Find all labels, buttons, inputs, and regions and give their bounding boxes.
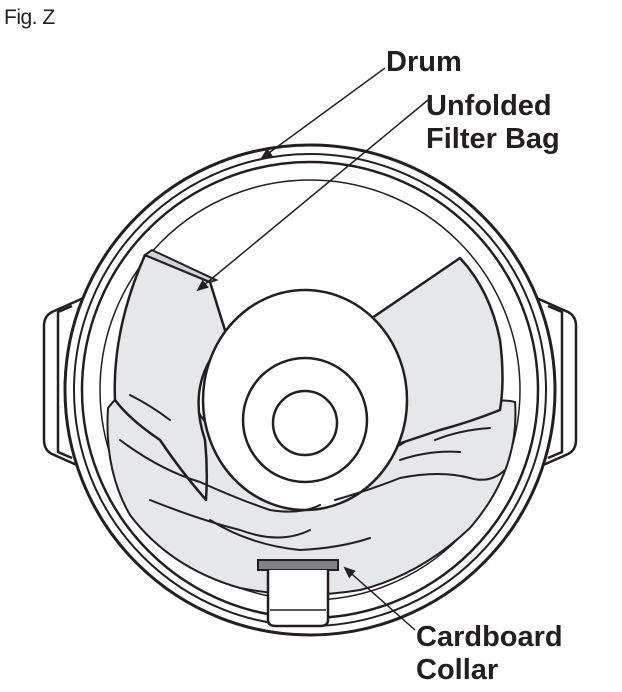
cardboard-collar [257, 559, 339, 628]
filter-bag-leader [196, 99, 429, 292]
filter-bag-left-flap [113, 253, 230, 502]
leader-lines [196, 67, 429, 631]
drum-callout: Drum [386, 46, 462, 79]
collar-leader [343, 566, 416, 631]
intake-cone [201, 288, 409, 512]
collar-label-line2: Collar [416, 654, 499, 686]
filter-bag-callout: Unfolded Filter Bag [426, 90, 560, 156]
figure-label: Fig. Z [4, 6, 55, 29]
bag-fold-lines [119, 394, 506, 552]
filter-bag-label-line1: Unfolded [426, 90, 552, 122]
drum-leader [260, 67, 386, 160]
collar-label-line1: Cardboard [416, 621, 563, 653]
filter-bag-label-line2: Filter Bag [426, 123, 560, 155]
drum-label: Drum [386, 46, 462, 78]
collar-callout: Cardboard Collar [416, 621, 563, 687]
